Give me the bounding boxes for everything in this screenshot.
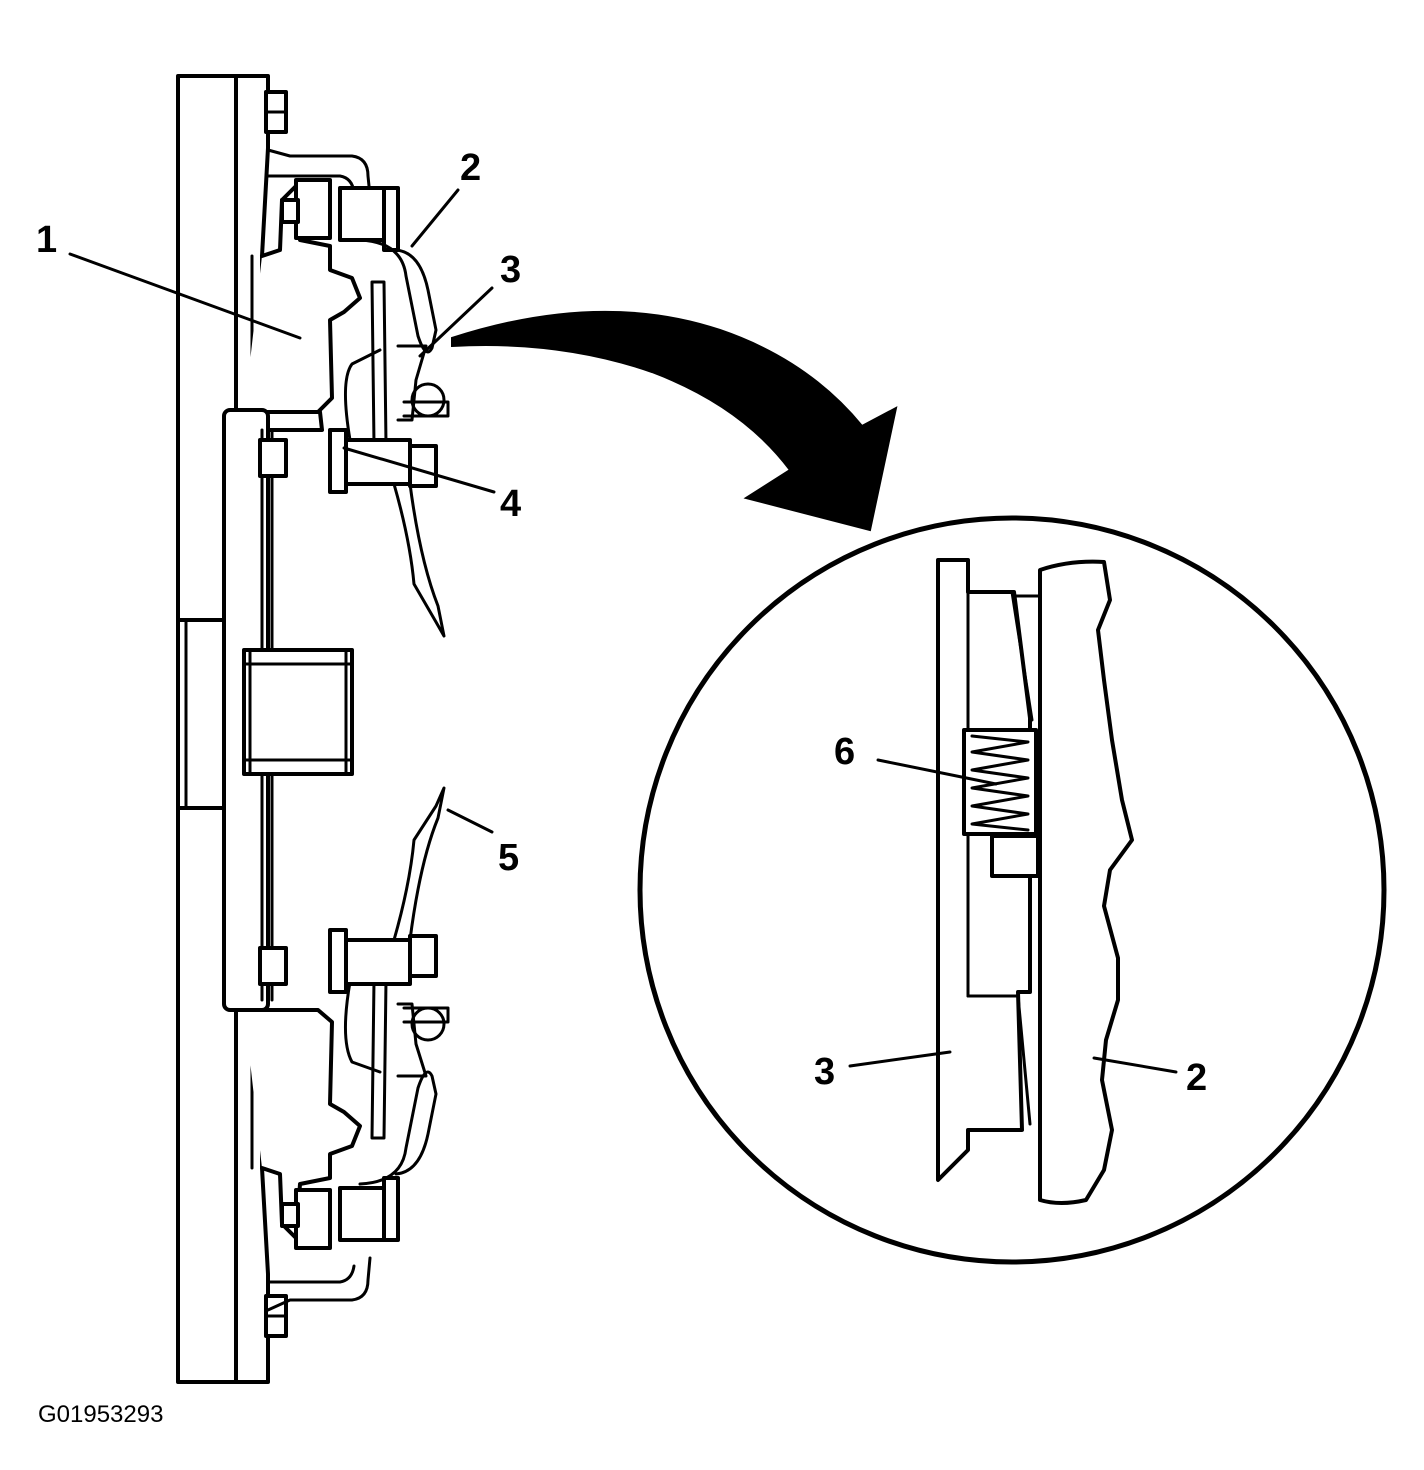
- release-finger-upper: [392, 482, 446, 638]
- pressure-plate-lower: [230, 898, 362, 1240]
- detail-callout-2: 2: [1186, 1057, 1207, 1099]
- detail-magnified-view: [637, 515, 1387, 1265]
- callout-4: 4: [500, 483, 521, 525]
- release-finger-lower: [392, 786, 446, 942]
- figure-code: G01953293: [38, 1401, 163, 1428]
- detail-coil-spring: [962, 728, 1040, 878]
- detail-arrow: [451, 310, 898, 532]
- clutch-cover-lower: [266, 1256, 372, 1312]
- detail-plate-2: [1038, 559, 1134, 1205]
- detail-callout-6: 6: [834, 731, 855, 773]
- retainer-clip-lower: [396, 1002, 428, 1078]
- callout-5: 5: [498, 837, 519, 879]
- retainer-clip-upper: [396, 344, 428, 422]
- callout-2: 2: [460, 147, 481, 189]
- callout-1: 1: [36, 219, 57, 261]
- clutch-cover-upper: [266, 148, 372, 198]
- callout-3: 3: [500, 249, 521, 291]
- splined-hub: [242, 648, 354, 776]
- detail-callout-3: 3: [814, 1051, 835, 1093]
- clutch-assembly-section: [176, 74, 450, 1384]
- detail-plate-3: [936, 558, 1032, 1182]
